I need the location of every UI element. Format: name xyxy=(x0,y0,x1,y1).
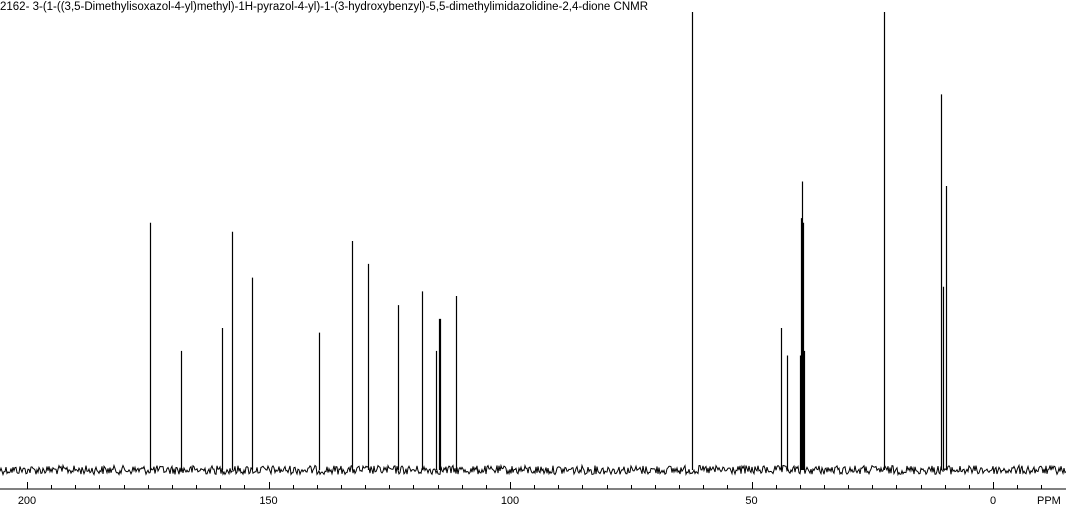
x-tick-label: 100 xyxy=(501,495,519,507)
x-tick-label: 50 xyxy=(745,495,757,507)
peak-lines xyxy=(149,12,948,470)
baseline-noise xyxy=(0,463,1066,477)
x-tick-label: 150 xyxy=(259,495,277,507)
spectrum-title: 2162- 3-(1-((3,5-Dimethylisoxazol-4-yl)m… xyxy=(0,1,649,13)
x-tick-label: 200 xyxy=(18,495,36,507)
x-tick-label: 0 xyxy=(990,495,996,507)
baseline-noise-trace xyxy=(0,463,1066,477)
x-axis-ticks: 200 150 100 50 0 xyxy=(18,482,1042,507)
x-axis-label: PPM xyxy=(1037,495,1061,507)
